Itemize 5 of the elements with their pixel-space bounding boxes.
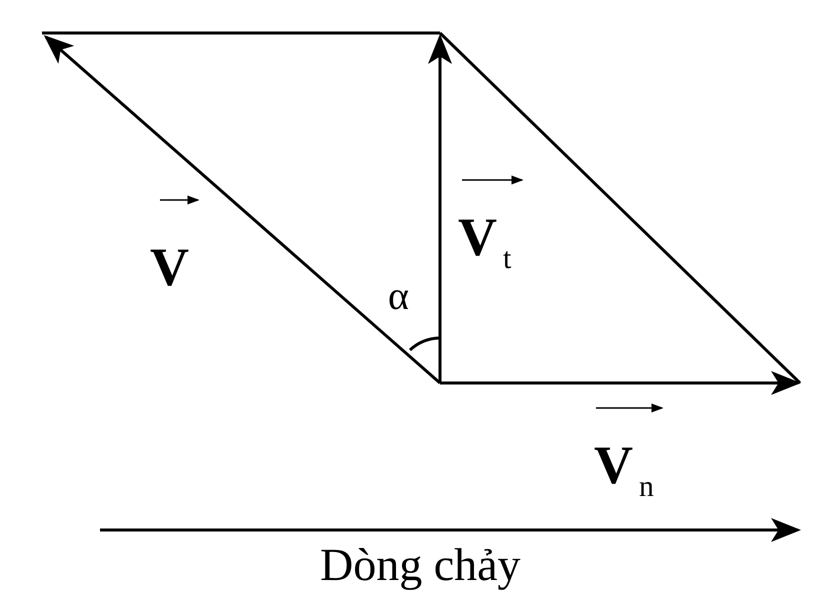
flow-label: Dòng chảy <box>320 542 521 588</box>
vector-label: V <box>150 240 189 294</box>
angle-label: α <box>388 276 409 316</box>
vector-label: V$_{n}$ <box>594 438 654 504</box>
vector-label: V$_{t}$ <box>458 210 512 276</box>
